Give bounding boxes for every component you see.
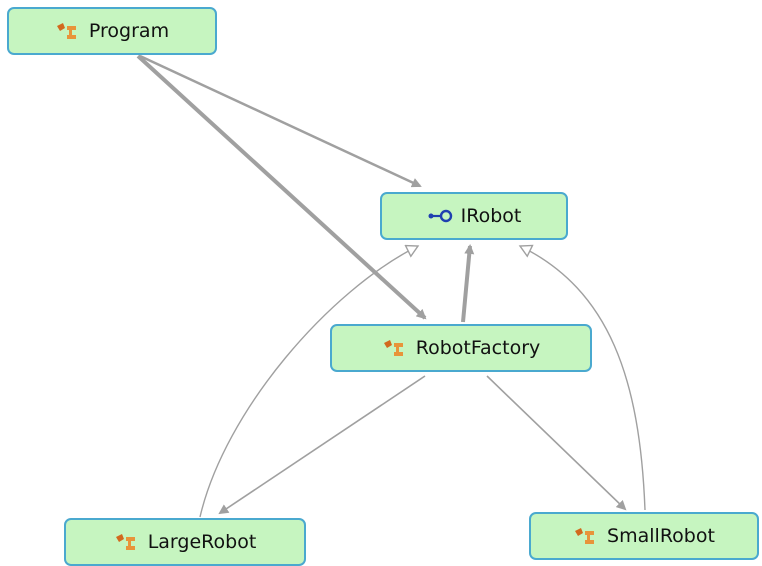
edge-robotfactory-to-largerobot[interactable] bbox=[218, 375, 426, 515]
class-icon bbox=[382, 336, 406, 360]
node-robotfactory[interactable]: RobotFactory bbox=[330, 324, 592, 372]
edge-robotfactory-to-smallrobot[interactable] bbox=[486, 375, 627, 511]
node-label: LargeRobot bbox=[147, 531, 257, 553]
class-icon bbox=[55, 19, 79, 43]
interface-icon bbox=[427, 204, 452, 228]
node-largerobot[interactable]: LargeRobot bbox=[64, 518, 306, 566]
node-label: SmallRobot bbox=[607, 525, 715, 547]
node-smallrobot[interactable]: SmallRobot bbox=[529, 512, 759, 560]
node-label: RobotFactory bbox=[415, 337, 541, 359]
edge-largerobot-implements-irobot[interactable] bbox=[199, 246, 418, 518]
edge-program-to-robotfactory[interactable] bbox=[136, 54, 427, 320]
class-icon bbox=[114, 530, 138, 554]
node-label: IRobot bbox=[460, 205, 522, 227]
edge-program-to-irobot[interactable] bbox=[139, 54, 422, 188]
edge-robotfactory-to-irobot[interactable] bbox=[461, 244, 475, 323]
node-program[interactable]: Program bbox=[7, 7, 217, 55]
node-label: Program bbox=[88, 20, 170, 42]
class-icon bbox=[573, 524, 597, 548]
edge-smallrobot-implements-irobot[interactable] bbox=[520, 246, 646, 511]
node-irobot[interactable]: IRobot bbox=[380, 192, 568, 240]
